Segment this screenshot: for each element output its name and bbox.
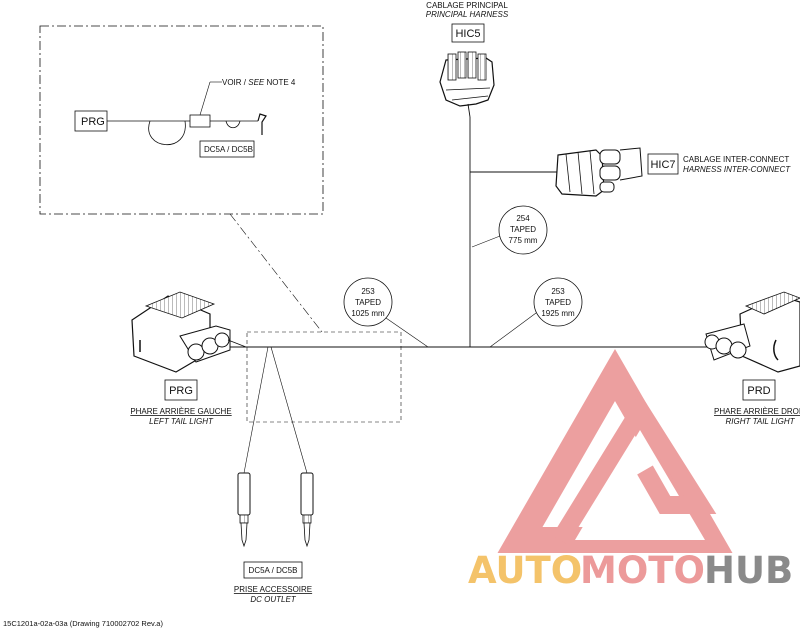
dc-outlet-terminal-right (300, 472, 314, 548)
prg-connector: PRG PHARE ARRIÈRE GAUCHE LEFT TAIL LIGHT (130, 291, 247, 426)
hic5-connector: CABLAGE PRINCIPAL PRINCIPAL HARNESS HIC5 (426, 1, 509, 118)
callout-253b-type: TAPED (545, 298, 571, 307)
prg-fr: PHARE ARRIÈRE GAUCHE (130, 407, 231, 416)
callout-253a-len: 1025 mm (351, 309, 385, 318)
hic5-code: HIC5 (455, 28, 480, 40)
dc-outlet-terminal-left (237, 472, 251, 548)
prg-en: LEFT TAIL LIGHT (149, 417, 214, 426)
hic7-fr: CABLAGE INTER-CONNECT (683, 155, 789, 164)
detail-note: VOIR / SEE NOTE 4 (222, 78, 296, 87)
prd-fr: PHARE ARRIÈRE DROIT (714, 407, 800, 416)
hic5-en: PRINCIPAL HARNESS (426, 10, 509, 19)
prg-plug-icon (131, 291, 247, 373)
callout-253-right: 253 TAPED 1925 mm (489, 277, 583, 348)
watermark-part-auto: AUTO (468, 549, 582, 592)
watermark-part-moto: MOTO (580, 549, 705, 592)
callout-254-type: TAPED (510, 225, 536, 234)
callout-254: 254 TAPED 775 mm (471, 205, 548, 255)
prd-plug-icon (704, 291, 800, 373)
dc-outlet-label: DC5A / DC5B PRISE ACCESSOIRE DC OUTLET (234, 561, 312, 604)
callout-253a-num: 253 (361, 287, 375, 296)
detail-prg-label: PRG (81, 116, 105, 128)
hic7-connector: HIC7 CABLAGE INTER-CONNECT HARNESS INTER… (555, 147, 791, 197)
detail-fuse-holder (189, 114, 211, 128)
hic7-plug-icon (555, 147, 643, 197)
prd-code: PRD (747, 385, 770, 397)
detail-dc-label: DC5A / DC5B (204, 145, 253, 154)
callout-253b-num: 253 (551, 287, 565, 296)
dc-en: DC OUTLET (250, 595, 296, 604)
callout-254-num: 254 (516, 214, 530, 223)
prd-en: RIGHT TAIL LIGHT (725, 417, 795, 426)
hic7-code: HIC7 (650, 159, 675, 171)
callout-253-left: 253 TAPED 1025 mm (343, 277, 429, 348)
dc-code: DC5A / DC5B (249, 566, 298, 575)
callout-254-len: 775 mm (509, 236, 538, 245)
callout-253a-type: TAPED (355, 298, 381, 307)
callout-253b-len: 1925 mm (541, 309, 575, 318)
detail-box: PRG VOIR / SEE NOTE 4 DC5A / DC5B (39, 25, 324, 215)
junction-detail-box (246, 331, 402, 423)
drawing-footer: 15C1201a-02a-03a (Drawing 710002702 Rev.… (3, 619, 163, 628)
main-harness (230, 117, 710, 474)
dc-fr: PRISE ACCESSOIRE (234, 585, 312, 594)
prg-code: PRG (169, 385, 193, 397)
hic5-fr: CABLAGE PRINCIPAL (426, 1, 508, 10)
watermark-text: AUTO MOTO HUB (468, 549, 793, 592)
hic7-en: HARNESS INTER-CONNECT (683, 165, 791, 174)
hic5-plug-icon (439, 51, 495, 118)
watermark-part-hub: HUB (704, 549, 793, 592)
watermark-logo (497, 348, 733, 553)
prd-connector: PRD PHARE ARRIÈRE DROIT RIGHT TAIL LIGHT (704, 291, 800, 426)
